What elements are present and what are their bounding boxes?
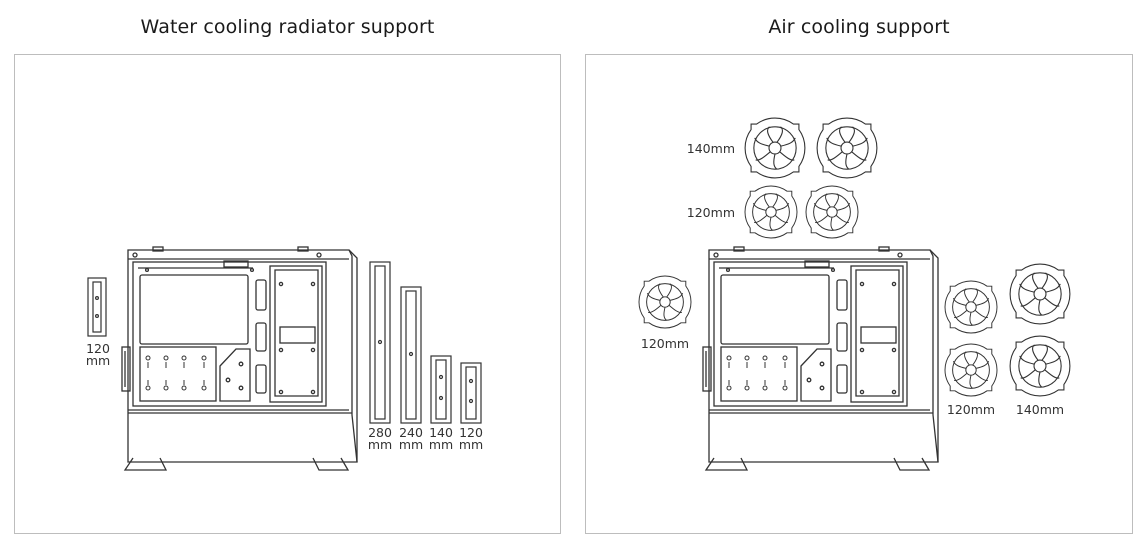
radiator-240-unit: mm [399, 437, 423, 452]
water-cooling-panel [14, 54, 561, 534]
top-fan-140-a [744, 117, 806, 179]
water-case-drawing [121, 246, 358, 471]
front-radiator-240mm [400, 286, 422, 424]
rear-fan-120-label: 120mm [641, 336, 689, 351]
front-fan-140-b [1009, 335, 1071, 397]
rear-120mm-radiator [87, 277, 107, 337]
top-fan-140-b [816, 117, 878, 179]
radiator-120-size: 120 [459, 425, 483, 440]
radiator-280-unit: mm [368, 437, 392, 452]
top-fan-120-label: 120mm [687, 205, 735, 220]
radiator-240-size: 240 [399, 425, 423, 440]
radiator-280-size: 280 [368, 425, 392, 440]
radiator-140-unit: mm [429, 437, 453, 452]
front-radiator-120mm [460, 362, 482, 424]
top-fan-120-b [805, 185, 859, 239]
rear-radiator-label-size: 120 [86, 341, 110, 356]
water-cooling-title: Water cooling radiator support [140, 16, 435, 38]
radiator-140-size: 140 [429, 425, 453, 440]
front-radiator-280mm [369, 261, 391, 424]
front-fan-140-a [1009, 263, 1071, 325]
front-radiator-140mm [430, 355, 452, 424]
top-fan-120-a [744, 185, 798, 239]
radiator-120-unit: mm [459, 437, 483, 452]
front-fan-120-label: 120mm [947, 402, 995, 417]
rear-radiator-label-unit: mm [86, 353, 110, 368]
air-case-drawing [702, 246, 939, 471]
front-fan-120-b [944, 343, 998, 397]
front-fan-120-a [944, 280, 998, 334]
front-radiator-labels: 280 mm 240 mm 140 mm 120 mm [368, 425, 483, 452]
air-cooling-title: Air cooling support [768, 16, 950, 38]
rear-fan-120 [638, 275, 692, 329]
front-fan-140-label: 140mm [1016, 402, 1064, 417]
top-fan-140-label: 140mm [687, 141, 735, 156]
